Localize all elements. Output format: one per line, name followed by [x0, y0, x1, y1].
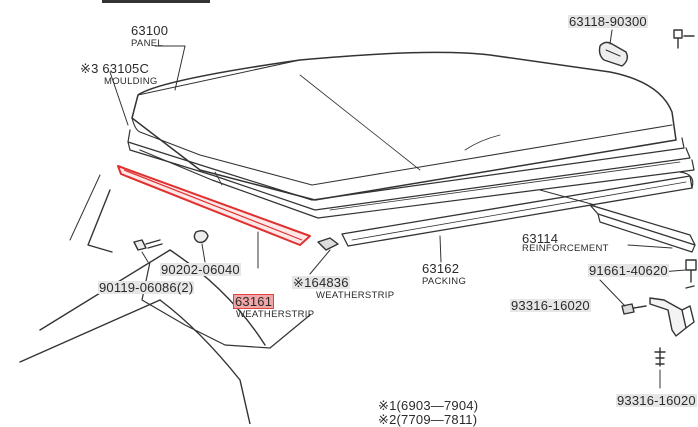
part-number-63105c[interactable]: ※3 63105C [80, 61, 150, 76]
weatherstrip-63161-highlight [117, 165, 311, 246]
part-name-weatherstrip-164836: WEATHERSTRIP [316, 290, 395, 301]
part-number-164836[interactable]: ※164836 [292, 275, 350, 290]
part-number-93316-16020-b[interactable]: 93316-16020 [616, 393, 697, 408]
part-name-moulding: MOULDING [104, 76, 158, 87]
note-2: ※2(7709—7811) [378, 412, 478, 427]
part-number-63161[interactable]: 63161 [232, 294, 275, 309]
part-name-panel: PANEL [131, 38, 163, 49]
part-number-63100[interactable]: 63100 [131, 23, 169, 38]
part-name-reinforcement: REINFORCEMENT [522, 243, 609, 254]
part-number-91661-40620[interactable]: 91661-40620 [588, 263, 669, 278]
part-name-packing: PACKING [422, 276, 467, 287]
part-name-weatherstrip-63161: WEATHERSTRIP [236, 309, 315, 320]
part-number-93316-16020-a[interactable]: 93316-16020 [510, 298, 591, 313]
part-number-63162[interactable]: 63162 [422, 261, 460, 276]
part-number-90202-06040[interactable]: 90202-06040 [160, 262, 241, 277]
part-number-63118-90300[interactable]: 63118-90300 [568, 14, 648, 29]
part-number-90119-06086[interactable]: 90119-06086(2) [98, 280, 195, 295]
part-number-63114[interactable]: 63114 [522, 231, 559, 246]
note-1: ※1(6903—7904) [378, 398, 479, 413]
